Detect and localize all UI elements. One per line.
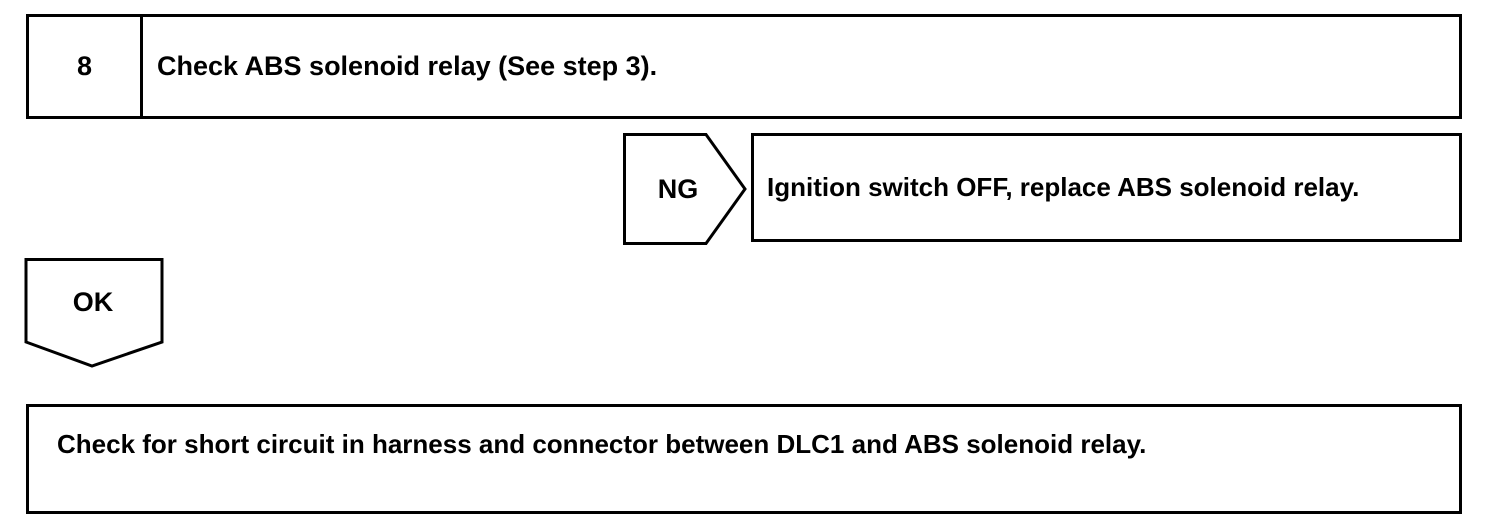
ng-label: NG <box>657 173 699 204</box>
next-step-text: Check for short circuit in harness and c… <box>57 429 1147 459</box>
ng-arrow-shape <box>623 133 747 245</box>
ng-action-text: Ignition switch OFF, replace ABS solenoi… <box>767 172 1360 202</box>
step-box: 8 Check ABS solenoid relay (See step 3). <box>26 14 1462 119</box>
step-title: Check ABS solenoid relay (See step 3). <box>157 51 658 81</box>
ng-action-box: Ignition switch OFF, replace ABS solenoi… <box>751 133 1462 242</box>
ok-label: OK <box>72 286 114 317</box>
next-step-box: Check for short circuit in harness and c… <box>26 404 1462 514</box>
ok-arrow-shape <box>24 258 164 368</box>
step-number: 8 <box>29 17 143 116</box>
